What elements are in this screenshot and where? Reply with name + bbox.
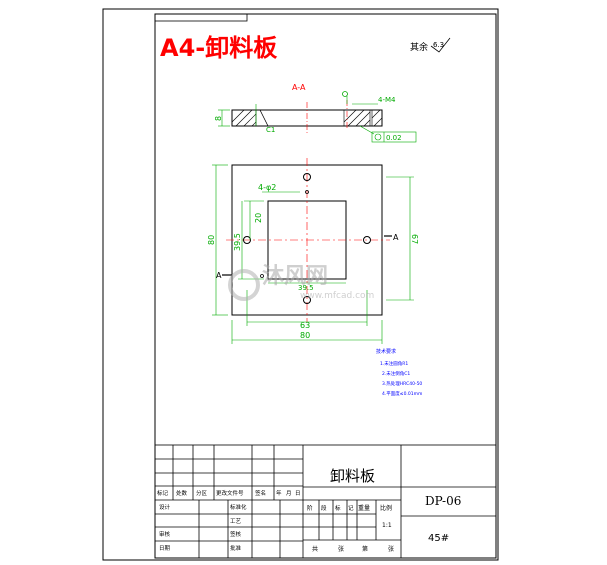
watermark-logo-icon	[228, 269, 260, 301]
watermark-url: www.mfcad.com	[300, 291, 374, 301]
pin-hole-left	[260, 274, 264, 278]
section-hatch-left	[231, 109, 257, 127]
header-zone: 分区	[196, 489, 208, 497]
tech-note-1: 1.未注圆角R1	[380, 360, 408, 367]
dim-80-vertical: 80	[207, 235, 216, 245]
role-check: 审核	[159, 530, 171, 538]
dim-67: 67	[410, 234, 419, 244]
roughness-note: 其余	[410, 41, 428, 53]
chamfer-dim: C1	[266, 126, 275, 134]
stage-label-4: 记	[348, 505, 354, 512]
role-standard: 标准化	[230, 503, 247, 511]
scale-label: 比例	[380, 504, 392, 512]
corner-box	[154, 13, 248, 22]
dim-39-left: 39.5	[233, 233, 242, 251]
role-process: 日期	[159, 545, 171, 552]
title-block-text: 卸料板 DP-06 45# 1:1 重量 比例 阶 段 标 记 共 张 第 张 …	[157, 467, 461, 553]
datum-icon	[342, 91, 348, 97]
hole-left	[243, 236, 251, 244]
watermark-brand: 沐风网	[262, 264, 328, 289]
stage-label-2: 段	[321, 504, 327, 512]
technical-notes: 技术要求 1.未注圆角R1 2.未注倒角C1 3.热处理HRC40-50 4.平…	[376, 348, 422, 397]
tech-note-3: 3.热处理HRC40-50	[382, 380, 422, 387]
part-name: 卸料板	[330, 467, 375, 485]
title-block	[154, 444, 497, 559]
header-count: 处数	[176, 489, 188, 497]
header-change-doc: 更改文件号	[216, 489, 244, 497]
watermark: 沐风网 www.mfcad.com	[228, 264, 374, 301]
stage-label-1: 阶	[307, 504, 313, 512]
dim-39-bottom: 39.5	[298, 284, 314, 292]
outer-frame	[102, 8, 499, 561]
scale-value: 1:1	[382, 522, 392, 529]
roughness-value: 6.3	[433, 41, 444, 49]
pin-hole-callout: 4-φ2	[258, 183, 276, 192]
drawing-number: DP-06	[425, 494, 461, 508]
header-sign: 签名	[255, 489, 266, 497]
role-approve: 批准	[230, 544, 242, 552]
roughness-symbol-icon	[430, 37, 451, 53]
sheet-total: 共	[312, 545, 318, 553]
plan-view: 4-φ2 20 39.5 80 67 39.5 63 80 A A	[207, 158, 419, 344]
tolerance-frame	[371, 131, 417, 143]
role-sign: 签核	[230, 530, 242, 538]
hole-right	[363, 236, 371, 244]
thickness-dim: 8	[214, 116, 223, 121]
sheet-no: 第	[362, 545, 368, 553]
hole-callout: 0.02	[386, 134, 402, 142]
dim-63: 63	[300, 321, 310, 330]
position-icon	[374, 133, 382, 141]
tech-note-4: 4.平面度≤0.01mm	[382, 390, 422, 397]
hole-top	[303, 173, 311, 181]
weight-label: 重量	[358, 504, 370, 512]
role-process-sign: 工艺	[230, 518, 242, 525]
pin-hole-top	[305, 190, 309, 194]
material: 45#	[428, 533, 449, 544]
section-mark-right: A	[393, 233, 399, 242]
tech-note-2: 2.未注倒角C1	[382, 370, 410, 377]
header-year: 年	[276, 489, 282, 497]
header-mark: 标记	[157, 489, 169, 497]
header-month: 月	[286, 490, 292, 497]
header-day: 日	[295, 490, 301, 497]
sheet-title: A4-卸料板	[160, 34, 278, 62]
hole-bottom	[303, 296, 311, 304]
thread-note: 4-M4	[378, 96, 396, 104]
section-label: A-A	[292, 83, 306, 92]
title-block-frame	[154, 444, 497, 559]
section-chamfer-line	[259, 109, 269, 127]
sheet-n2: 张	[388, 545, 394, 553]
tech-notes-heading: 技术要求	[376, 348, 396, 355]
stage-label-3: 标	[335, 504, 341, 512]
section-mark-left: A	[216, 271, 222, 280]
sheet-n: 张	[338, 545, 344, 553]
dim-80-horizontal: 80	[300, 331, 310, 340]
section-view: A-A 8 C1 4-M4	[214, 83, 417, 143]
dim-20: 20	[254, 213, 263, 223]
role-design: 设计	[159, 503, 171, 511]
section-hatch-right	[343, 109, 383, 127]
